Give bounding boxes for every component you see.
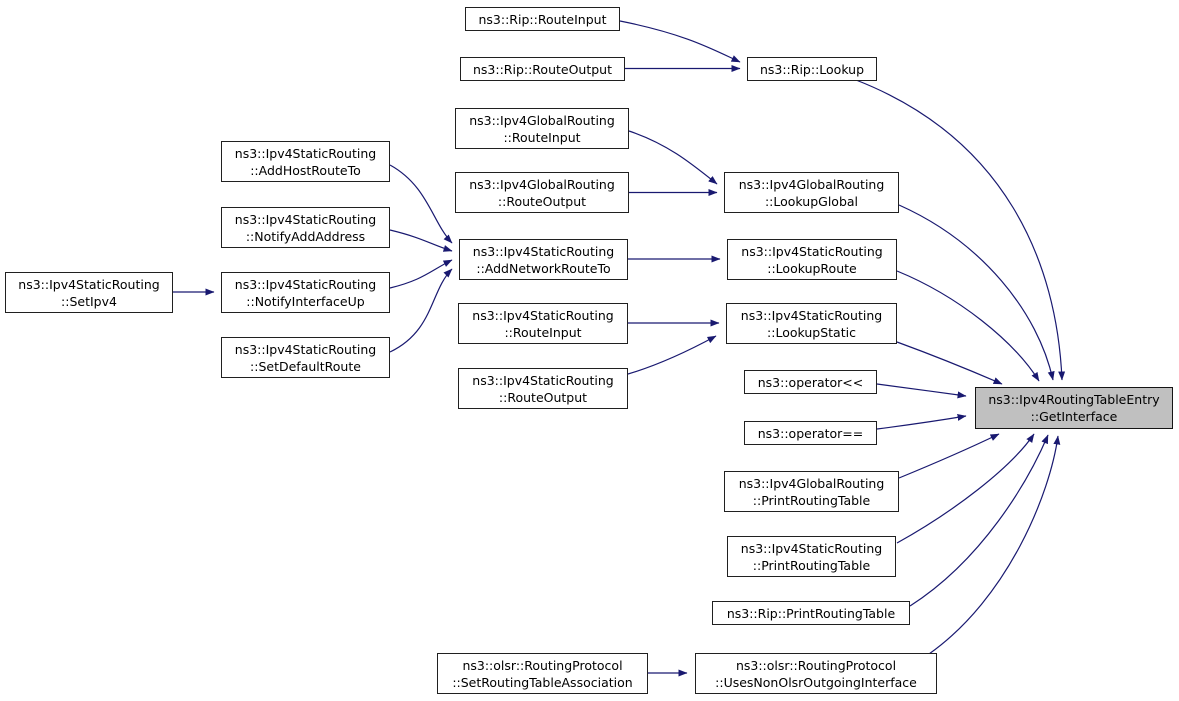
node-ipv4staticrouting-addhostrouteto[interactable]: ns3::Ipv4StaticRouting ::AddHostRouteTo xyxy=(221,141,390,182)
node-label: ns3::Ipv4GlobalRouting ::LookupGlobal xyxy=(738,176,885,209)
node-olsr-routingprotocol-usesnonolsroutgoinginterface[interactable]: ns3::olsr::RoutingProtocol ::UsesNonOlsr… xyxy=(695,653,937,694)
node-olsr-routingprotocol-setroutingtableassociation[interactable]: ns3::olsr::RoutingProtocol ::SetRoutingT… xyxy=(437,653,648,694)
node-rip-printroutingtable[interactable]: ns3::Rip::PrintRoutingTable xyxy=(712,601,910,625)
node-label: ns3::Ipv4StaticRouting ::SetDefaultRoute xyxy=(234,341,377,374)
node-label: ns3::Ipv4StaticRouting ::PrintRoutingTab… xyxy=(740,540,883,573)
node-label: ns3::olsr::RoutingProtocol ::SetRoutingT… xyxy=(452,657,633,690)
node-ipv4staticrouting-lookuproute[interactable]: ns3::Ipv4StaticRouting ::LookupRoute xyxy=(727,239,897,280)
node-label: ns3::Ipv4StaticRouting ::AddNetworkRoute… xyxy=(472,243,615,276)
node-label: ns3::Rip::Lookup xyxy=(759,61,865,77)
node-label: ns3::Ipv4StaticRouting ::RouteOutput xyxy=(472,372,614,405)
node-label: ns3::Ipv4StaticRouting ::NotifyAddAddres… xyxy=(234,211,377,244)
node-ipv4routingtableentry-getinterface-current: ns3::Ipv4RoutingTableEntry ::GetInterfac… xyxy=(975,387,1173,429)
node-ipv4staticrouting-routeoutput[interactable]: ns3::Ipv4StaticRouting ::RouteOutput xyxy=(458,368,628,409)
node-label: ns3::Ipv4StaticRouting ::RouteInput xyxy=(472,307,614,340)
edge-lookupglobal-to-getinterface xyxy=(898,204,1055,381)
node-label: ns3::Ipv4RoutingTableEntry ::GetInterfac… xyxy=(988,392,1160,424)
node-label: ns3::Ipv4StaticRouting ::LookupStatic xyxy=(740,307,883,340)
node-operator-shift[interactable]: ns3::operator<< xyxy=(744,370,877,394)
node-ipv4globalrouting-routeoutput[interactable]: ns3::Ipv4GlobalRouting ::RouteOutput xyxy=(455,172,629,213)
node-label: ns3::Ipv4GlobalRouting ::PrintRoutingTab… xyxy=(738,475,885,508)
edge-static-print-to-getinterface xyxy=(896,433,1035,544)
node-label: ns3::Ipv4GlobalRouting ::RouteInput xyxy=(469,112,615,145)
edge-addhostrouteto-to-addnetworkrouteto xyxy=(389,164,453,244)
edge-lookuproute-to-getinterface xyxy=(896,270,1040,382)
node-ipv4staticrouting-notifyinterfaceup[interactable]: ns3::Ipv4StaticRouting ::NotifyInterface… xyxy=(221,272,390,313)
node-label: ns3::Ipv4StaticRouting ::AddHostRouteTo xyxy=(234,145,377,178)
node-rip-lookup[interactable]: ns3::Rip::Lookup xyxy=(747,57,877,81)
edge-global-print-to-getinterface xyxy=(898,433,1000,479)
edge-notifyinterfaceup-to-addnetworkrouteto xyxy=(389,259,453,289)
node-ipv4globalrouting-lookupglobal[interactable]: ns3::Ipv4GlobalRouting ::LookupGlobal xyxy=(724,172,899,213)
node-label: ns3::operator<< xyxy=(757,374,864,390)
node-rip-routeoutput[interactable]: ns3::Rip::RouteOutput xyxy=(460,57,625,81)
edge-rip-print-to-getinterface xyxy=(909,434,1049,607)
edge-rip-routeinput-to-rip-lookup xyxy=(619,20,741,63)
node-ipv4staticrouting-printroutingtable[interactable]: ns3::Ipv4StaticRouting ::PrintRoutingTab… xyxy=(727,536,896,577)
node-ipv4staticrouting-addnetworkrouteto[interactable]: ns3::Ipv4StaticRouting ::AddNetworkRoute… xyxy=(459,239,628,280)
node-label: ns3::Ipv4StaticRouting ::LookupRoute xyxy=(741,243,883,276)
node-ipv4staticrouting-lookupstatic[interactable]: ns3::Ipv4StaticRouting ::LookupStatic xyxy=(726,303,897,344)
node-label: ns3::Ipv4StaticRouting ::SetIpv4 xyxy=(18,276,160,309)
node-ipv4staticrouting-routeinput[interactable]: ns3::Ipv4StaticRouting ::RouteInput xyxy=(458,303,628,344)
node-label: ns3::Ipv4StaticRouting ::NotifyInterface… xyxy=(234,276,377,309)
node-label: ns3::olsr::RoutingProtocol ::UsesNonOlsr… xyxy=(715,657,917,690)
node-ipv4staticrouting-setipv4[interactable]: ns3::Ipv4StaticRouting ::SetIpv4 xyxy=(5,272,173,313)
node-label: ns3::Ipv4GlobalRouting ::RouteOutput xyxy=(469,176,615,209)
edge-static-routeoutput-to-lookupstatic xyxy=(627,335,717,375)
node-label: ns3::Rip::RouteOutput xyxy=(472,61,613,77)
edge-olsr-uses-to-getinterface xyxy=(928,435,1061,655)
node-label: ns3::Rip::RouteInput xyxy=(478,11,607,27)
node-label: ns3::Rip::PrintRoutingTable xyxy=(726,605,896,621)
node-ipv4staticrouting-setdefaultroute[interactable]: ns3::Ipv4StaticRouting ::SetDefaultRoute xyxy=(221,337,390,378)
edge-global-routeinput-to-lookupglobal xyxy=(628,130,718,185)
node-rip-routeinput[interactable]: ns3::Rip::RouteInput xyxy=(465,7,620,31)
node-ipv4globalrouting-printroutingtable[interactable]: ns3::Ipv4GlobalRouting ::PrintRoutingTab… xyxy=(724,471,899,512)
node-operator-eq[interactable]: ns3::operator== xyxy=(744,421,877,445)
edge-lookupstatic-to-getinterface xyxy=(896,341,1003,385)
edge-op-eq-to-getinterface xyxy=(876,413,967,430)
edge-op-shift-to-getinterface xyxy=(876,383,967,399)
edge-notifyaddaddress-to-addnetworkrouteto xyxy=(389,229,453,252)
edge-setdefaultroute-to-addnetworkrouteto xyxy=(389,268,453,353)
node-label: ns3::operator== xyxy=(757,425,864,441)
node-ipv4staticrouting-notifyaddaddress[interactable]: ns3::Ipv4StaticRouting ::NotifyAddAddres… xyxy=(221,207,390,248)
node-ipv4globalrouting-routeinput[interactable]: ns3::Ipv4GlobalRouting ::RouteInput xyxy=(455,108,629,149)
